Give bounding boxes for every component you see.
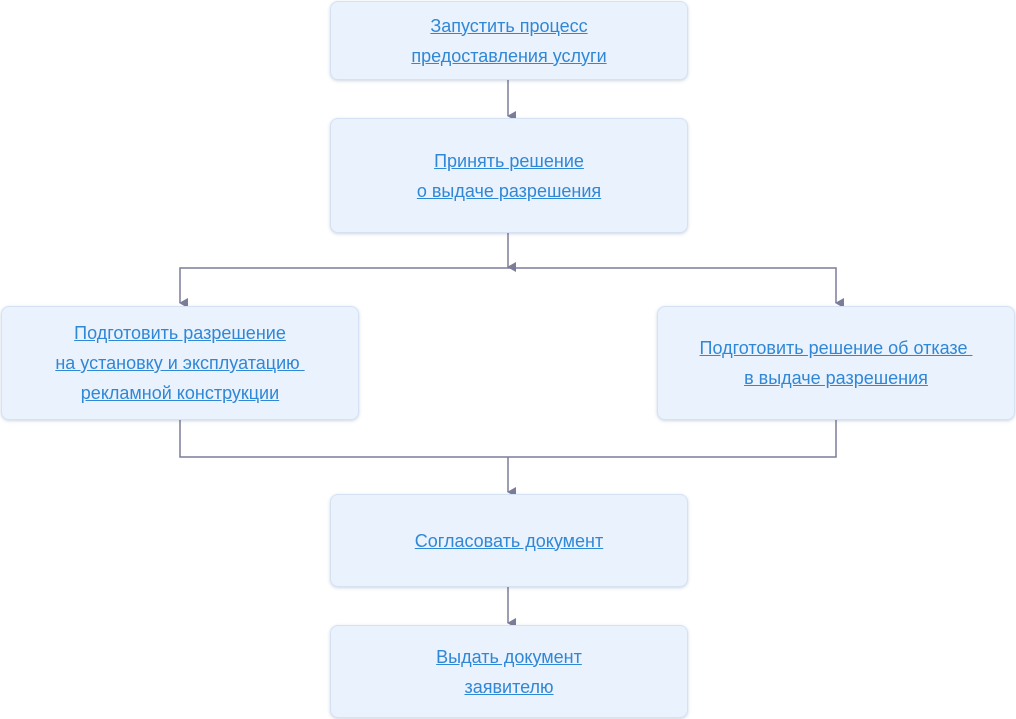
node-refuse-line-1: Подготовить решение об отказе [699,338,973,358]
link-approve-document[interactable]: Согласовать документ [415,526,603,556]
node-prepare-refusal[interactable]: Подготовить решение об отказе в выдаче р… [657,306,1015,420]
node-start-line-2: предоставления услуги [411,45,607,66]
node-decide-line-1: Принять решение [434,150,584,171]
node-make-decision[interactable]: Принять решение о выдаче разрешения [330,118,688,233]
node-approve-line-1: Согласовать документ [414,530,604,551]
node-permit-line-1: Подготовить разрешение [74,323,286,343]
node-permit-line-3: рекламной конструкции [80,383,280,403]
link-prepare-refusal[interactable]: Подготовить решение об отказе в выдаче р… [700,333,973,393]
link-make-decision[interactable]: Принять решение о выдаче разрешения [417,146,601,206]
node-permit-line-2: на установку и эксплуатацию [55,353,305,373]
link-prepare-permit[interactable]: Подготовить разрешение на установку и эк… [55,318,304,408]
node-refuse-line-2: в выдаче разрешения [744,368,928,388]
node-approve-document[interactable]: Согласовать документ [330,494,688,587]
link-issue-document[interactable]: Выдать документ заявителю [436,642,582,702]
node-decide-line-2: о выдаче разрешения [416,180,602,201]
node-issue-document[interactable]: Выдать документ заявителю [330,625,688,718]
connector-merge-left [179,420,508,458]
connector-branch-left [179,267,508,308]
node-issue-line-2: заявителю [464,676,554,697]
node-issue-line-1: Выдать документ [436,646,582,667]
link-start-process[interactable]: Запустить процесс предоставления услуги [411,11,606,71]
node-start-line-1: Запустить процесс [430,15,588,36]
connector-merge-right [508,420,837,458]
node-prepare-permit[interactable]: Подготовить разрешение на установку и эк… [1,306,359,420]
node-start-process[interactable]: Запустить процесс предоставления услуги [330,1,688,80]
connector-branch-right [508,267,844,308]
